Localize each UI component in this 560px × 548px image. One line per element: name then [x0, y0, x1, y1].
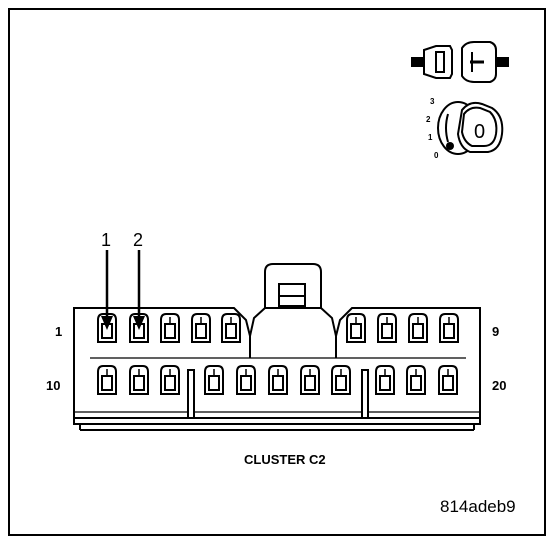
reference-code: 814adeb9	[440, 497, 516, 516]
diagram-frame	[8, 8, 546, 536]
pin-label-top-left: 1	[55, 324, 62, 339]
pin-label-top-right: 9	[492, 324, 499, 339]
ignition-key-icon	[437, 101, 504, 155]
pin-cavity	[160, 313, 180, 343]
key-label: 0	[474, 121, 485, 143]
pin-cavity	[300, 365, 320, 395]
pin-label-bottom-left: 10	[46, 378, 60, 393]
key-position-3: 3	[430, 97, 435, 106]
pin-cavity	[204, 365, 224, 395]
pin-cavities	[97, 313, 459, 395]
pin-cavity	[268, 365, 288, 395]
pin-cavity	[406, 365, 426, 395]
pin-cavity	[377, 313, 397, 343]
pin-cavity	[191, 313, 211, 343]
pin-cavity	[97, 365, 117, 395]
key-position-0: 0	[434, 151, 439, 160]
key-position-2: 2	[426, 115, 431, 124]
connector-plug-icon	[411, 41, 509, 83]
pin-cavity	[331, 365, 351, 395]
pin-cavity	[160, 365, 180, 395]
pin-cavity	[439, 313, 459, 343]
pin-cavity	[375, 365, 395, 395]
connector-title: CLUSTER C2	[244, 452, 326, 467]
pin-cavity	[346, 313, 366, 343]
connector-body	[73, 263, 481, 431]
pin-cavity	[408, 313, 428, 343]
callout-2: 2	[133, 230, 143, 250]
pin-cavity	[236, 365, 256, 395]
pin-cavity	[129, 365, 149, 395]
pin-cavity	[438, 365, 458, 395]
callout-1: 1	[101, 230, 111, 250]
callout-arrows	[101, 250, 145, 330]
pin-cavity	[221, 313, 241, 343]
pin-label-bottom-right: 20	[492, 378, 506, 393]
key-position-1: 1	[428, 133, 433, 142]
